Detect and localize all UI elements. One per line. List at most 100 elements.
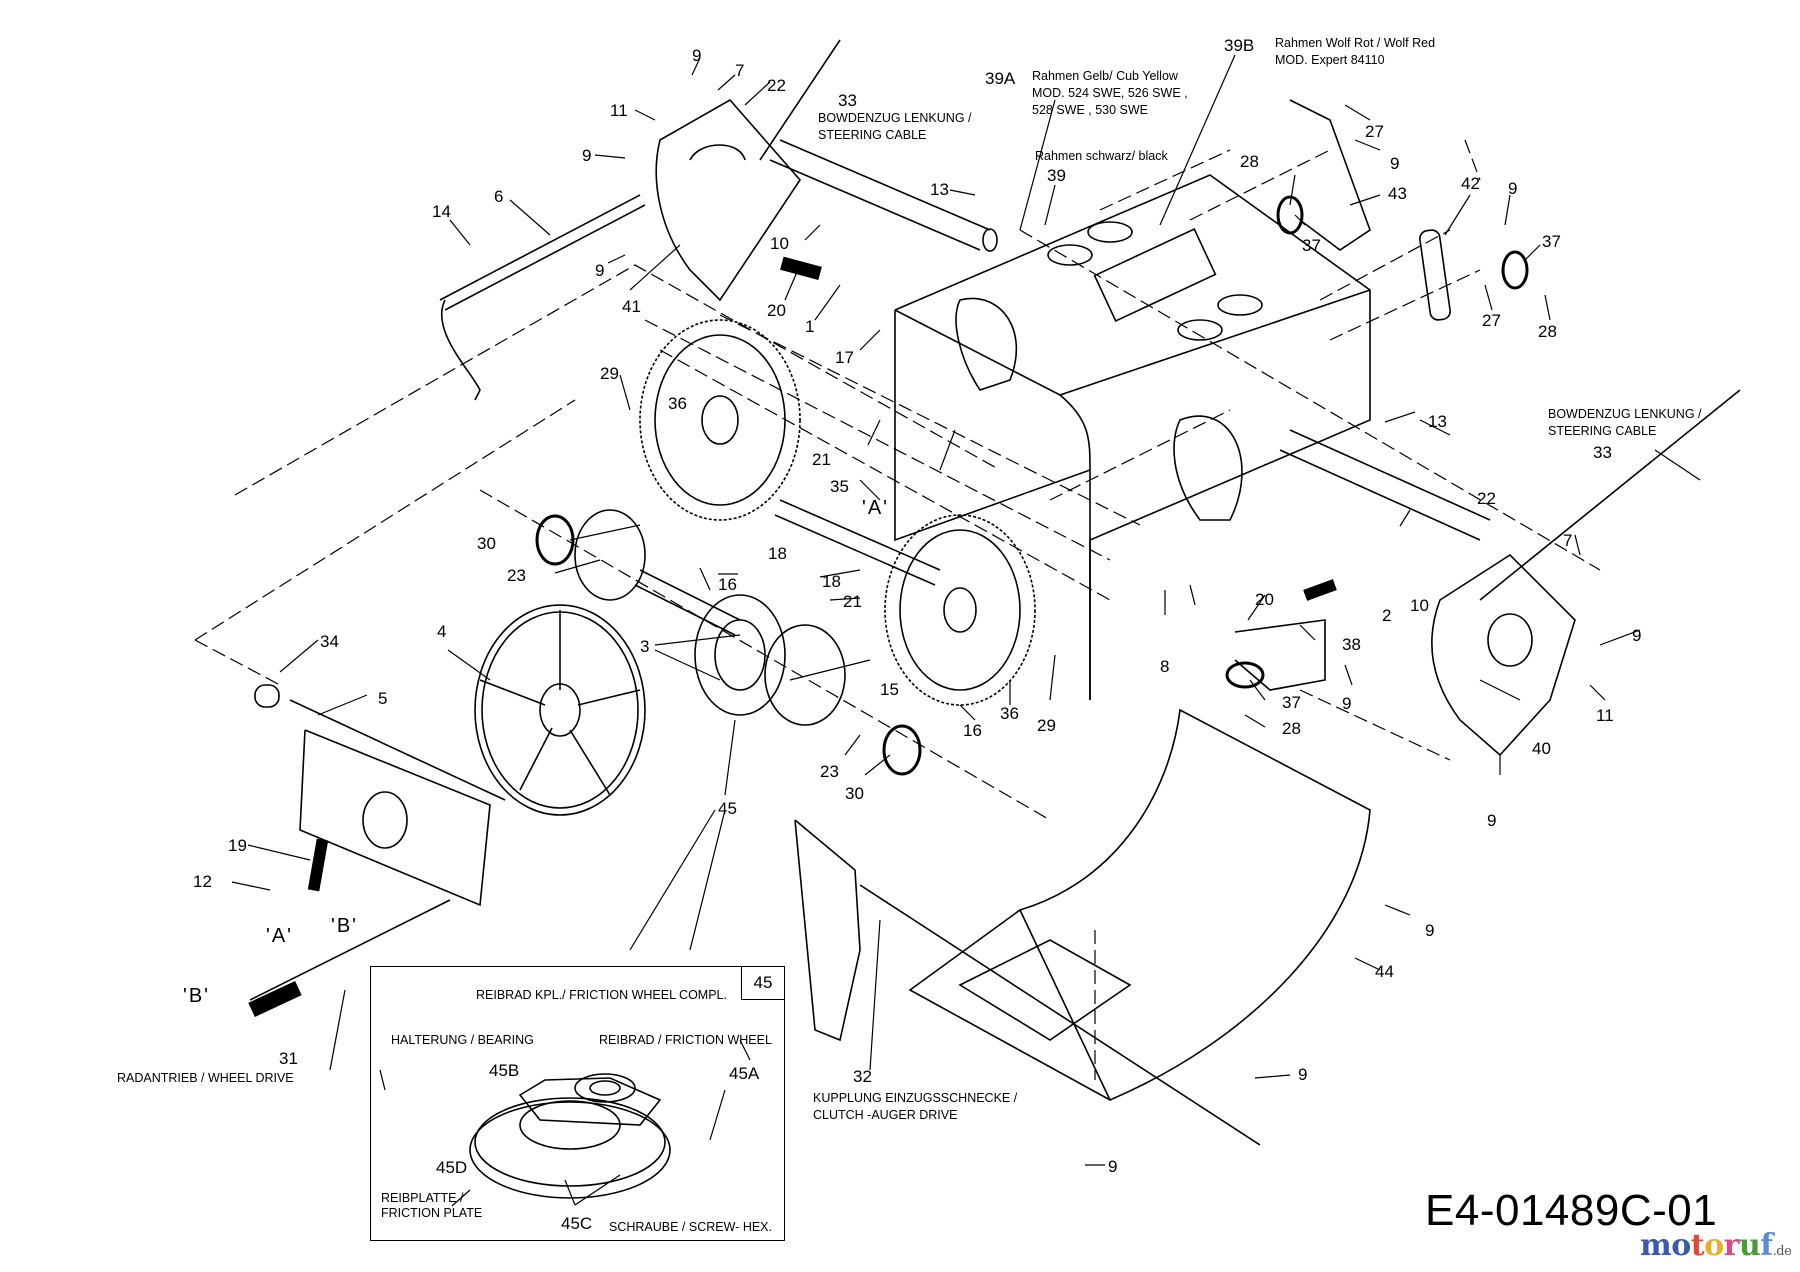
watermark-letter: o xyxy=(1671,1228,1691,1263)
inset-ref-45c: 45C xyxy=(561,1214,593,1233)
ref-mark-b-left: 'B' xyxy=(331,915,358,937)
callout-14: 14 xyxy=(432,202,451,221)
callout-42: 42 xyxy=(1461,174,1480,193)
frame-housing xyxy=(894,174,1371,700)
callout-4: 4 xyxy=(437,622,447,641)
callout-23: 23 xyxy=(820,762,839,781)
callout-41: 41 xyxy=(622,297,641,316)
callout-38: 38 xyxy=(1342,635,1361,654)
callout-19: 19 xyxy=(228,836,247,855)
callout-3: 3 xyxy=(640,637,650,656)
callout-7: 7 xyxy=(1563,531,1573,550)
callout-16: 16 xyxy=(718,575,737,594)
callout-22: 22 xyxy=(767,76,786,95)
note-frame-39b: 39B Rahmen Wolf Rot / Wolf Red MOD. Expe… xyxy=(1224,35,1435,69)
drawing-number: E4-01489C-01 xyxy=(1425,1186,1718,1235)
slide-42 xyxy=(1419,229,1451,321)
callout-9: 9 xyxy=(1298,1065,1308,1084)
note-frame-39a: 39A Rahmen Gelb/ Cub Yellow MOD. 524 SWE… xyxy=(985,68,1188,119)
callout-11: 11 xyxy=(1596,706,1614,725)
inset-ref-45b: 45B xyxy=(489,1061,520,1080)
spring-19 xyxy=(307,838,329,892)
callout-30: 30 xyxy=(845,784,864,803)
main-shaft xyxy=(774,499,941,586)
auger-clutch-cable xyxy=(859,884,1261,1146)
wheel-drive-cable xyxy=(249,899,451,1001)
bearing-30-lower xyxy=(882,724,922,776)
note-line: Rahmen Gelb/ Cub Yellow xyxy=(1032,69,1178,83)
callout-2: 2 xyxy=(1382,606,1392,625)
watermark-letter: f xyxy=(1760,1228,1773,1263)
callout-10: 10 xyxy=(770,234,789,253)
callout-44: 44 xyxy=(1375,962,1394,981)
skid-43 xyxy=(1289,99,1371,251)
gear-upper xyxy=(639,319,801,521)
callout-8: 8 xyxy=(1160,657,1170,676)
roller-shaft-top xyxy=(769,139,998,252)
callout-5: 5 xyxy=(378,689,388,708)
note-line: MOD. Expert 84110 xyxy=(1275,53,1385,67)
roller-shaft-right xyxy=(1279,429,1491,541)
bracket-38 xyxy=(1234,619,1326,691)
callout-7: 7 xyxy=(735,61,745,80)
callout-18: 18 xyxy=(822,572,841,591)
note-line: Rahmen schwarz/ black xyxy=(1035,149,1168,163)
note-line: RADANTRIEB / WHEEL DRIVE xyxy=(117,1071,294,1085)
callout-9: 9 xyxy=(692,46,702,65)
callout-9: 9 xyxy=(1390,154,1400,173)
inset-title: REIBRAD KPL./ FRICTION WHEEL COMPL. xyxy=(476,988,727,1002)
side-plate-left xyxy=(655,98,802,302)
bearing-37-right xyxy=(1501,250,1529,290)
callout-22: 22 xyxy=(1477,489,1496,508)
note-line: BOWDENZUG LENKUNG / xyxy=(818,111,972,125)
note-ref: 32 xyxy=(853,1067,872,1086)
callout-34: 34 xyxy=(320,632,339,651)
watermark-letter: u xyxy=(1738,1228,1761,1263)
inset-number: 45 xyxy=(741,966,785,1000)
friction-wheel xyxy=(474,604,646,816)
callout-43: 43 xyxy=(1388,184,1407,203)
callout-20: 20 xyxy=(767,301,786,320)
callout-23: 23 xyxy=(507,566,526,585)
spring-20-left xyxy=(780,256,822,280)
callout-21: 21 xyxy=(812,450,831,469)
callout-37: 37 xyxy=(1542,232,1561,251)
note-line: STEERING CABLE xyxy=(818,128,927,142)
callout-9: 9 xyxy=(582,146,592,165)
callout-27: 27 xyxy=(1482,311,1501,330)
bearing-37-top xyxy=(1276,195,1304,235)
watermark-letter: t xyxy=(1690,1228,1705,1263)
inset-label-45c: SCHRAUBE / SCREW- HEX. xyxy=(609,1220,772,1234)
callout-36: 36 xyxy=(1000,704,1019,723)
lever-plate xyxy=(254,684,506,907)
bearing-30-upper xyxy=(535,514,575,566)
callout-9: 9 xyxy=(1632,626,1642,645)
steering-cable-right xyxy=(1479,389,1741,601)
leader-lines xyxy=(231,54,1701,1207)
note-ref: 31 xyxy=(279,1049,298,1068)
inset-label-45a: REIBRAD / FRICTION WHEEL xyxy=(599,1033,772,1047)
callout-27: 27 xyxy=(1365,122,1384,141)
callout-9: 9 xyxy=(1108,1157,1118,1176)
watermark-logo: motoruf.de xyxy=(1640,1228,1792,1263)
inset-label-45d-1: REIBPLATTE / xyxy=(381,1191,464,1205)
note-ref: 39 xyxy=(1047,166,1066,185)
callout-11: 11 xyxy=(610,101,628,120)
note-ref: 33 xyxy=(838,91,857,110)
callout-15: 15 xyxy=(880,680,899,699)
callout-13: 13 xyxy=(1428,412,1447,431)
callout-20: 20 xyxy=(1255,590,1274,609)
callout-40: 40 xyxy=(1532,739,1551,758)
callout-12: 12 xyxy=(193,872,212,891)
callout-1: 1 xyxy=(805,317,815,336)
callout-35: 35 xyxy=(830,477,849,496)
inset-ref-45a: 45A xyxy=(729,1064,760,1083)
auger-clutch-bracket xyxy=(794,819,861,1042)
callout-18: 18 xyxy=(768,544,787,563)
callout-6: 6 xyxy=(494,187,504,206)
callout-36: 36 xyxy=(668,394,687,413)
ref-mark-a-left: 'A' xyxy=(266,925,293,947)
callout-17: 17 xyxy=(835,348,854,367)
watermark-tld: .de xyxy=(1772,1244,1792,1259)
